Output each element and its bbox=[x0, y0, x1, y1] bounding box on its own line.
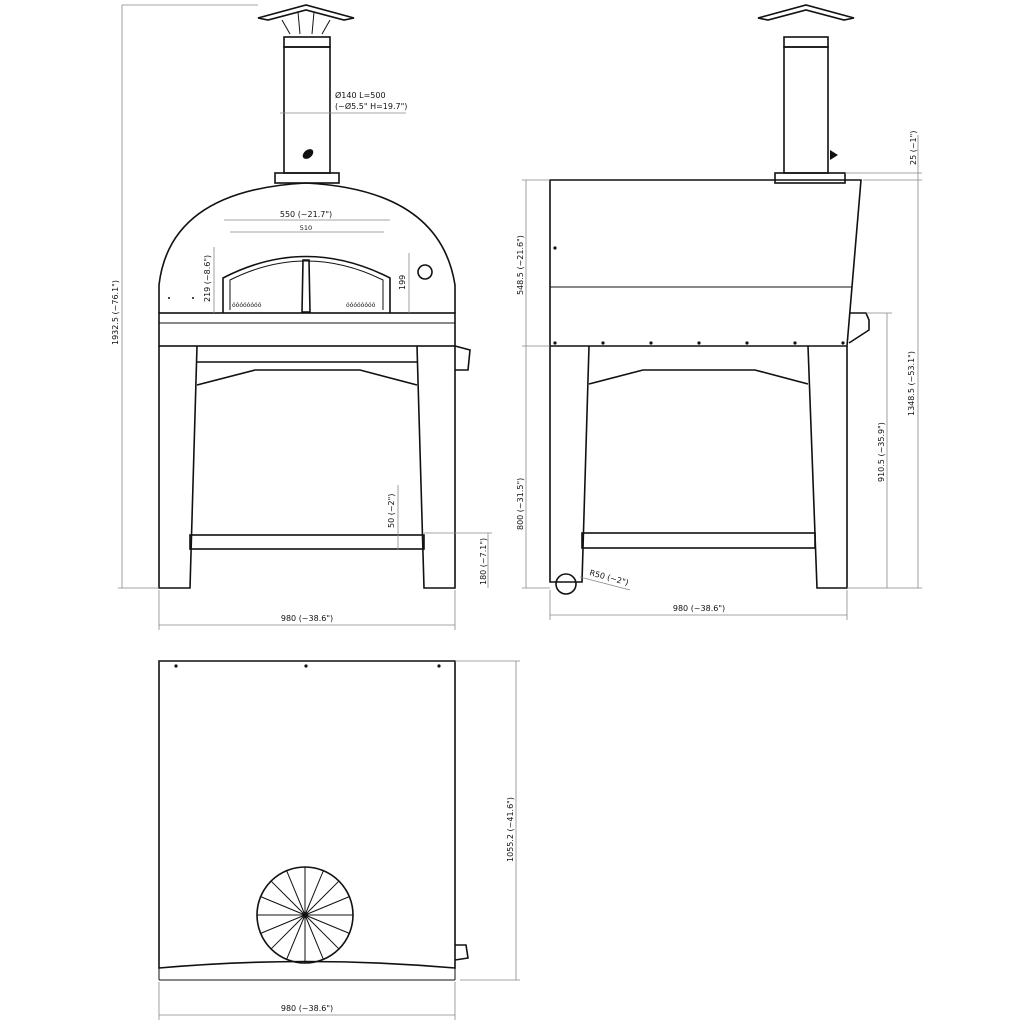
side-damper-knob-icon bbox=[830, 150, 838, 160]
cap-ray bbox=[260, 896, 306, 916]
body-height-label: 548.5 (~21.6") bbox=[516, 235, 525, 295]
side-body bbox=[549, 179, 862, 347]
top-width-label: 980 (~38.6") bbox=[281, 1004, 333, 1013]
cap-ray bbox=[304, 914, 324, 960]
top-view: 1055.2 (~41.6") 980 (~38.6") bbox=[158, 660, 520, 1020]
front-view: Ø140 L=500 (~Ø5.5" H=19.7") óóóóóóóó óóó… bbox=[111, 4, 492, 630]
chimney-cap-top-icon bbox=[256, 866, 354, 964]
cap-ray bbox=[260, 914, 306, 934]
thermometer-icon bbox=[417, 264, 433, 280]
side-depth-label: 980 (~38.6") bbox=[673, 604, 725, 613]
total-height-label: 1932.5 (~76.1") bbox=[111, 280, 120, 345]
oven-base-band bbox=[158, 312, 456, 347]
flue-dim-2: (~Ø5.5" H=19.7") bbox=[335, 101, 407, 111]
cap-ray bbox=[270, 914, 306, 950]
cap-ray bbox=[304, 880, 340, 916]
mouth-height-inner-label: 199 bbox=[398, 275, 407, 290]
top-outline bbox=[158, 660, 456, 969]
damper-knob-icon bbox=[302, 149, 314, 159]
overall-height-label: 1348.5 (~53.1") bbox=[907, 351, 916, 416]
side-handle bbox=[848, 312, 870, 344]
chimney-collar bbox=[283, 36, 331, 48]
side-stand bbox=[549, 345, 848, 589]
rivets bbox=[553, 341, 845, 345]
side-handle bbox=[454, 345, 471, 371]
shelf-clearance-label: 180 (~7.1") bbox=[479, 538, 488, 585]
cap-ray bbox=[286, 914, 306, 960]
cap-ray bbox=[304, 914, 350, 934]
flange-height-label: 25 (~1") bbox=[909, 131, 918, 165]
shelf-height-label: 50 (~2") bbox=[387, 494, 396, 528]
side-lower-shelf bbox=[581, 532, 816, 549]
door-handle bbox=[301, 259, 311, 313]
flue-flange bbox=[274, 172, 340, 184]
top-handle bbox=[454, 944, 469, 961]
side-view: R50 (~2") 548.5 (~21.6") 800 (~31.5") 25… bbox=[516, 4, 922, 620]
wheel bbox=[555, 573, 577, 595]
side-flue-pipe bbox=[783, 46, 829, 174]
mouth-width-inner-label: 510 bbox=[300, 224, 312, 232]
mouth-height-outer-label: 219 (~8.6") bbox=[203, 255, 212, 302]
flue-dim-1: Ø140 L=500 bbox=[335, 90, 386, 100]
cap-ray bbox=[304, 914, 340, 950]
cap-ray bbox=[304, 896, 350, 916]
front-width-label: 980 (~38.6") bbox=[281, 614, 333, 623]
oven-mouth bbox=[222, 255, 391, 313]
front-stand bbox=[158, 345, 456, 589]
mouth-width-outer-label: 550 (~21.7") bbox=[280, 210, 332, 219]
cap-ray bbox=[304, 870, 324, 916]
side-flue-flange bbox=[774, 172, 846, 184]
chimney-cap bbox=[257, 4, 355, 21]
stand-height-label: 800 (~31.5") bbox=[516, 478, 525, 530]
vent-holes-right: óóóóóóóó bbox=[346, 302, 376, 309]
handle-height-label: 910.5 (~35.9") bbox=[877, 422, 886, 482]
front-lower-shelf bbox=[189, 534, 425, 550]
cap-ray bbox=[270, 880, 306, 916]
vent-holes-left: óóóóóóóó bbox=[232, 302, 262, 309]
side-chimney-cap bbox=[757, 4, 855, 21]
top-depth-label: 1055.2 (~41.6") bbox=[506, 797, 515, 862]
cap-ray bbox=[286, 870, 306, 916]
oven-dome bbox=[158, 182, 456, 313]
